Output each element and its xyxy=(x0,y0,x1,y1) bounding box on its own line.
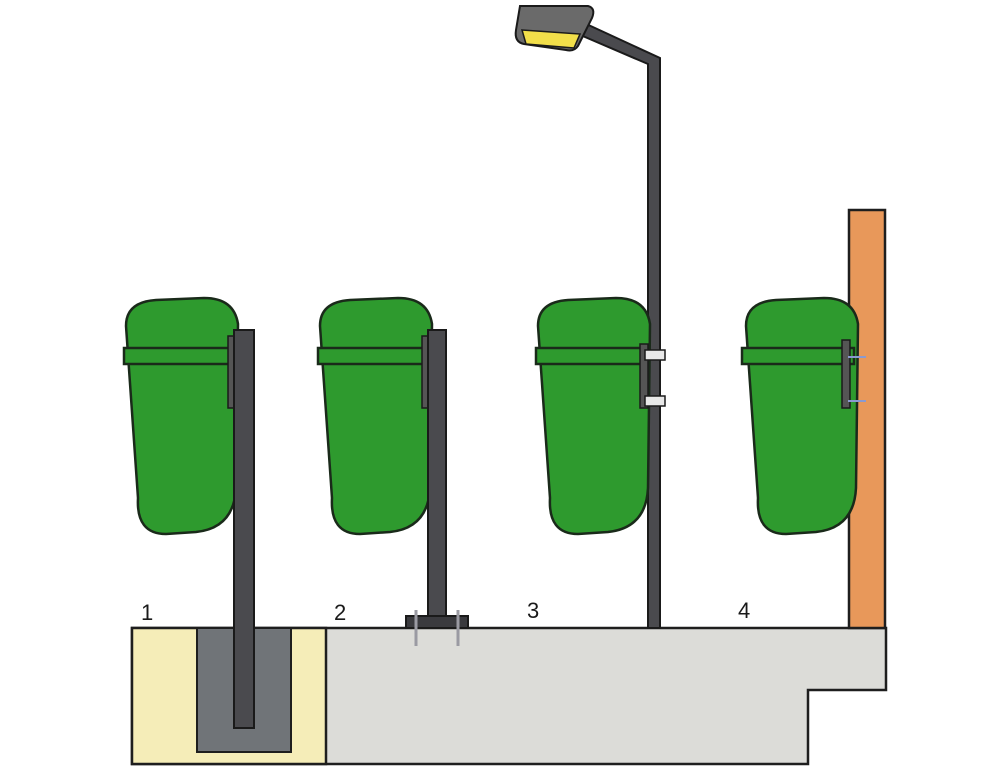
waste-bin-2 xyxy=(316,296,434,536)
bolted-post xyxy=(405,329,469,646)
bin-bracket xyxy=(841,339,851,409)
bin-bracket xyxy=(639,343,649,409)
option-label-4: 4 xyxy=(738,598,750,623)
bin-band xyxy=(534,346,650,366)
option-label-3: 3 xyxy=(527,598,539,623)
street-lamp-icon xyxy=(514,5,661,629)
option-label-2: 2 xyxy=(334,600,346,625)
bin-band xyxy=(740,346,856,366)
option-label-1: 1 xyxy=(141,600,153,625)
waste-bin-1 xyxy=(122,296,240,536)
base-plate xyxy=(405,615,469,629)
post-icon xyxy=(233,329,255,729)
bin-band xyxy=(122,346,238,366)
post-icon xyxy=(427,329,447,619)
pole-clamp xyxy=(644,349,666,361)
pole-clamp xyxy=(644,395,666,407)
bin-band xyxy=(316,346,432,366)
ground xyxy=(130,626,888,766)
waste-bin-4 xyxy=(740,296,866,536)
waste-bin-3 xyxy=(534,296,666,536)
